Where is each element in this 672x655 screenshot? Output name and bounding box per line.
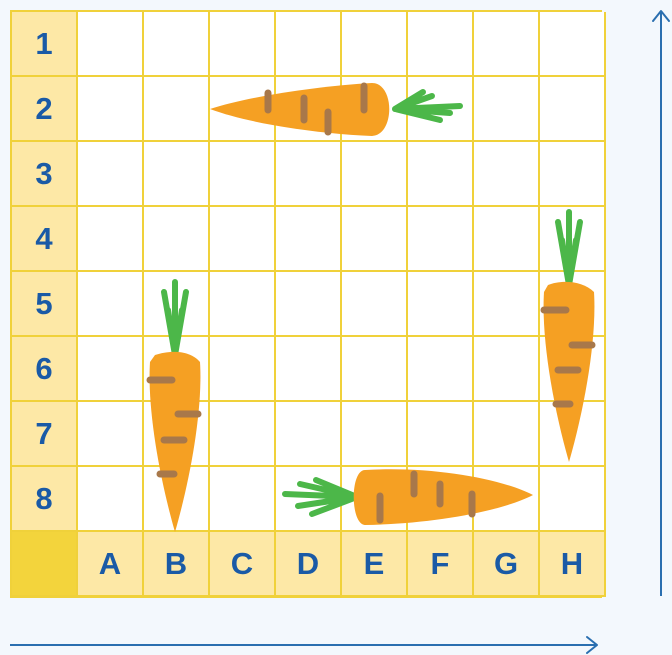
- column-label-H: H: [540, 532, 606, 597]
- column-label-D: D: [276, 532, 342, 597]
- grid-cell-E3: [342, 142, 408, 207]
- grid-cell-A6: [78, 337, 144, 402]
- grid-cell-C4: [210, 207, 276, 272]
- grid-cell-D6: [276, 337, 342, 402]
- arrow-head-up-icon: [653, 11, 669, 21]
- grid-cell-G1: [474, 12, 540, 77]
- grid-cell-F1: [408, 12, 474, 77]
- row-label-5: 5: [12, 272, 78, 337]
- grid-cell-B8: [144, 467, 210, 532]
- grid-cell-A2: [78, 77, 144, 142]
- grid-cell-B3: [144, 142, 210, 207]
- grid-cell-E5: [342, 272, 408, 337]
- grid-cell-C2: [210, 77, 276, 142]
- grid-cell-G6: [474, 337, 540, 402]
- column-label-C: C: [210, 532, 276, 597]
- grid-cell-F4: [408, 207, 474, 272]
- column-label-E: E: [342, 532, 408, 597]
- row-label-8: 8: [12, 467, 78, 532]
- column-label-G: G: [474, 532, 540, 597]
- grid-cell-H8: [540, 467, 606, 532]
- grid-cell-B7: [144, 402, 210, 467]
- grid-cell-F5: [408, 272, 474, 337]
- grid-cell-G5: [474, 272, 540, 337]
- grid-cell-H2: [540, 77, 606, 142]
- grid-cell-A8: [78, 467, 144, 532]
- grid-cell-D5: [276, 272, 342, 337]
- grid-cell-E4: [342, 207, 408, 272]
- grid-cell-B1: [144, 12, 210, 77]
- grid-cell-A7: [78, 402, 144, 467]
- grid-cell-E7: [342, 402, 408, 467]
- corner-cell: [12, 532, 78, 597]
- grid-cell-C8: [210, 467, 276, 532]
- grid-cell-G7: [474, 402, 540, 467]
- row-label-6: 6: [12, 337, 78, 402]
- grid-cell-H7: [540, 402, 606, 467]
- grid-cell-F6: [408, 337, 474, 402]
- grid-cell-B5: [144, 272, 210, 337]
- grid-cell-F2: [408, 77, 474, 142]
- grid-cell-H1: [540, 12, 606, 77]
- grid-cell-C6: [210, 337, 276, 402]
- row-label-7: 7: [12, 402, 78, 467]
- grid-cell-E8: [342, 467, 408, 532]
- grid-cell-F7: [408, 402, 474, 467]
- grid-cell-A3: [78, 142, 144, 207]
- column-label-F: F: [408, 532, 474, 597]
- grid-cell-D7: [276, 402, 342, 467]
- grid-cell-B6: [144, 337, 210, 402]
- grid-cell-B4: [144, 207, 210, 272]
- row-label-3: 3: [12, 142, 78, 207]
- grid-cell-D8: [276, 467, 342, 532]
- row-label-2: 2: [12, 77, 78, 142]
- grid-cell-D1: [276, 12, 342, 77]
- grid-cell-C1: [210, 12, 276, 77]
- grid-cell-A1: [78, 12, 144, 77]
- grid-cell-F3: [408, 142, 474, 207]
- grid-cell-D2: [276, 77, 342, 142]
- grid-cell-A5: [78, 272, 144, 337]
- grid-cell-G3: [474, 142, 540, 207]
- grid-cell-G8: [474, 467, 540, 532]
- row-label-4: 4: [12, 207, 78, 272]
- grid-cell-E6: [342, 337, 408, 402]
- grid-cell-E1: [342, 12, 408, 77]
- grid-cell-H6: [540, 337, 606, 402]
- grid-cell-G4: [474, 207, 540, 272]
- grid-cell-E2: [342, 77, 408, 142]
- grid-cell-C5: [210, 272, 276, 337]
- grid-cell-H4: [540, 207, 606, 272]
- grid-cell-A4: [78, 207, 144, 272]
- grid-cell-D3: [276, 142, 342, 207]
- grid-cell-D4: [276, 207, 342, 272]
- grid-cell-H3: [540, 142, 606, 207]
- column-label-B: B: [144, 532, 210, 597]
- horizontal-arrow: [10, 637, 597, 653]
- vertical-arrow: [653, 11, 669, 596]
- grid-cell-B2: [144, 77, 210, 142]
- grid-cell-G2: [474, 77, 540, 142]
- grid-cell-C3: [210, 142, 276, 207]
- column-label-A: A: [78, 532, 144, 597]
- arrow-head-right-icon: [587, 637, 597, 653]
- row-label-1: 1: [12, 12, 78, 77]
- grid-cell-F8: [408, 467, 474, 532]
- grid-cell-H5: [540, 272, 606, 337]
- grid-cell-C7: [210, 402, 276, 467]
